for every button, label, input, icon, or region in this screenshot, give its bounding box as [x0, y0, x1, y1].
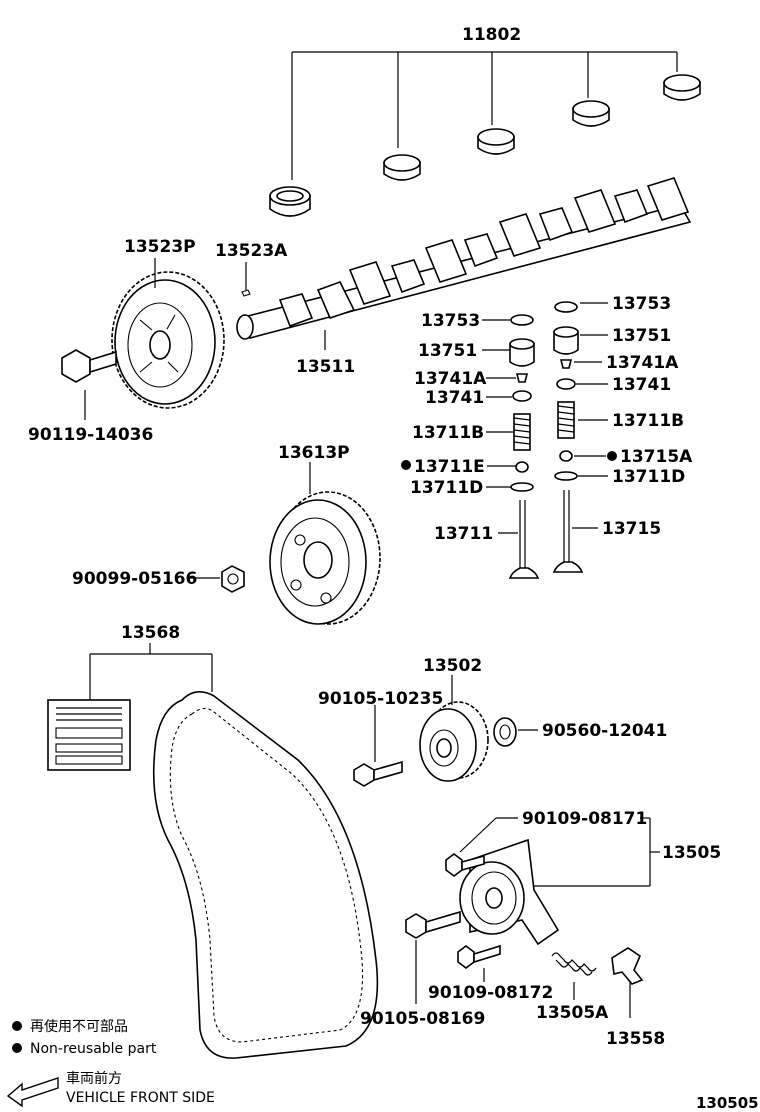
- pulley-nut: [221, 565, 245, 593]
- label-13568: 13568: [121, 623, 180, 643]
- label-13711B-left: 13711B: [412, 423, 484, 443]
- valve-shim: [510, 314, 534, 326]
- label-13505A: 13505A: [536, 1003, 609, 1023]
- valve-keeper: [515, 373, 529, 383]
- vehicle-front-arrow-icon: [6, 1077, 59, 1108]
- label-90105-08169: 90105-08169: [360, 1009, 485, 1029]
- intake-valve-group: [508, 314, 540, 579]
- idler-pulley: [419, 701, 489, 782]
- timing-belt-tensioner: [459, 838, 560, 946]
- valve-keeper: [559, 359, 573, 369]
- exhaust-valve-group: [552, 301, 584, 573]
- label-90119-14036: 90119-14036: [28, 425, 153, 445]
- tensioner-pivot-bolt: [405, 910, 461, 939]
- valve-spring: [513, 413, 531, 451]
- legend-non-reusable-jp: 再使用不可部品: [30, 1018, 128, 1035]
- label-13753-right: 13753: [612, 294, 671, 314]
- label-90105-10235: 90105-10235: [318, 689, 443, 709]
- legend-non-reusable-en: Non-reusable part: [30, 1041, 157, 1057]
- legend: 再使用不可部品 Non-reusable part 車両前方 VEHICLE F…: [6, 1018, 215, 1108]
- valve-spring: [557, 401, 575, 439]
- label-13711E: 13711E: [414, 457, 485, 477]
- pulley-bolt: [61, 349, 117, 383]
- legend-front-en: VEHICLE FRONT SIDE: [66, 1090, 215, 1106]
- valve-stem-seal: [559, 450, 573, 462]
- label-13523A: 13523A: [215, 241, 288, 261]
- label-13511: 13511: [296, 357, 355, 377]
- label-13741A-left: 13741A: [414, 369, 487, 389]
- label-90109-08171: 90109-08171: [522, 809, 647, 829]
- label-13711: 13711: [434, 524, 493, 544]
- valve-stem-seal: [515, 461, 529, 473]
- camshaft-timing-pulley: [111, 271, 225, 409]
- camshaft-bearing: [383, 154, 421, 181]
- label-13741A-right: 13741A: [606, 353, 679, 373]
- label-13505: 13505: [662, 843, 721, 863]
- valve-spring-seat: [510, 482, 534, 492]
- label-13715: 13715: [602, 519, 661, 539]
- valve-spring-retainer: [556, 378, 576, 390]
- label-13711D-right: 13711D: [612, 467, 685, 487]
- camshaft-bearing: [269, 186, 311, 217]
- timing-belt: [152, 691, 379, 1059]
- diagram-code: 130505D: [696, 1094, 760, 1112]
- idler-spacer-washer: [493, 717, 517, 747]
- legend-front-jp: 車両前方: [66, 1070, 122, 1087]
- label-13753-left: 13753: [421, 311, 480, 331]
- intake-valve: [508, 500, 540, 579]
- label-13502: 13502: [423, 656, 482, 676]
- valve-lifter: [553, 331, 579, 355]
- bullet-icon: [12, 1043, 22, 1053]
- tensioner-spring: [551, 952, 597, 976]
- label-11802: 11802: [462, 25, 521, 45]
- label-13741-left: 13741: [425, 388, 484, 408]
- crankshaft-timing-pulley: [269, 491, 381, 625]
- pulley-key: [241, 289, 251, 297]
- tensioner-bolt-upper: [445, 853, 485, 877]
- label-90099-05166: 90099-05166: [72, 569, 197, 589]
- label-90560-12041: 90560-12041: [542, 721, 667, 741]
- valve-shim: [554, 301, 578, 313]
- label-13715A: 13715A: [620, 447, 693, 467]
- idler-pulley-bolt: [353, 760, 403, 787]
- camshaft-bearing: [572, 100, 610, 127]
- camshaft-bearing: [663, 74, 701, 101]
- non-reusable-bullet-icon: [607, 451, 617, 461]
- label-13711B-right: 13711B: [612, 411, 684, 431]
- non-reusable-bullet-icon: [401, 460, 411, 470]
- bearing-group: [269, 51, 701, 217]
- camshaft-bearing: [477, 128, 515, 155]
- camshaft: [236, 177, 692, 340]
- label-13741-right: 13741: [612, 375, 671, 395]
- label-13523P: 13523P: [124, 237, 196, 257]
- label-90109-08172: 90109-08172: [428, 983, 553, 1003]
- label-13751-left: 13751: [418, 341, 477, 361]
- bullet-icon: [12, 1021, 22, 1031]
- label-13558: 13558: [606, 1029, 665, 1049]
- valve-spring-retainer: [512, 390, 532, 402]
- belt-package-label: [47, 699, 131, 771]
- label-13751-right: 13751: [612, 326, 671, 346]
- label-13613P: 13613P: [278, 443, 350, 463]
- spring-bracket: [611, 947, 644, 985]
- tensioner-bolt-lower: [457, 944, 501, 969]
- label-13711D-left: 13711D: [410, 478, 483, 498]
- valve-spring-seat: [554, 471, 578, 481]
- exhaust-valve: [552, 490, 584, 573]
- valve-lifter: [509, 343, 535, 367]
